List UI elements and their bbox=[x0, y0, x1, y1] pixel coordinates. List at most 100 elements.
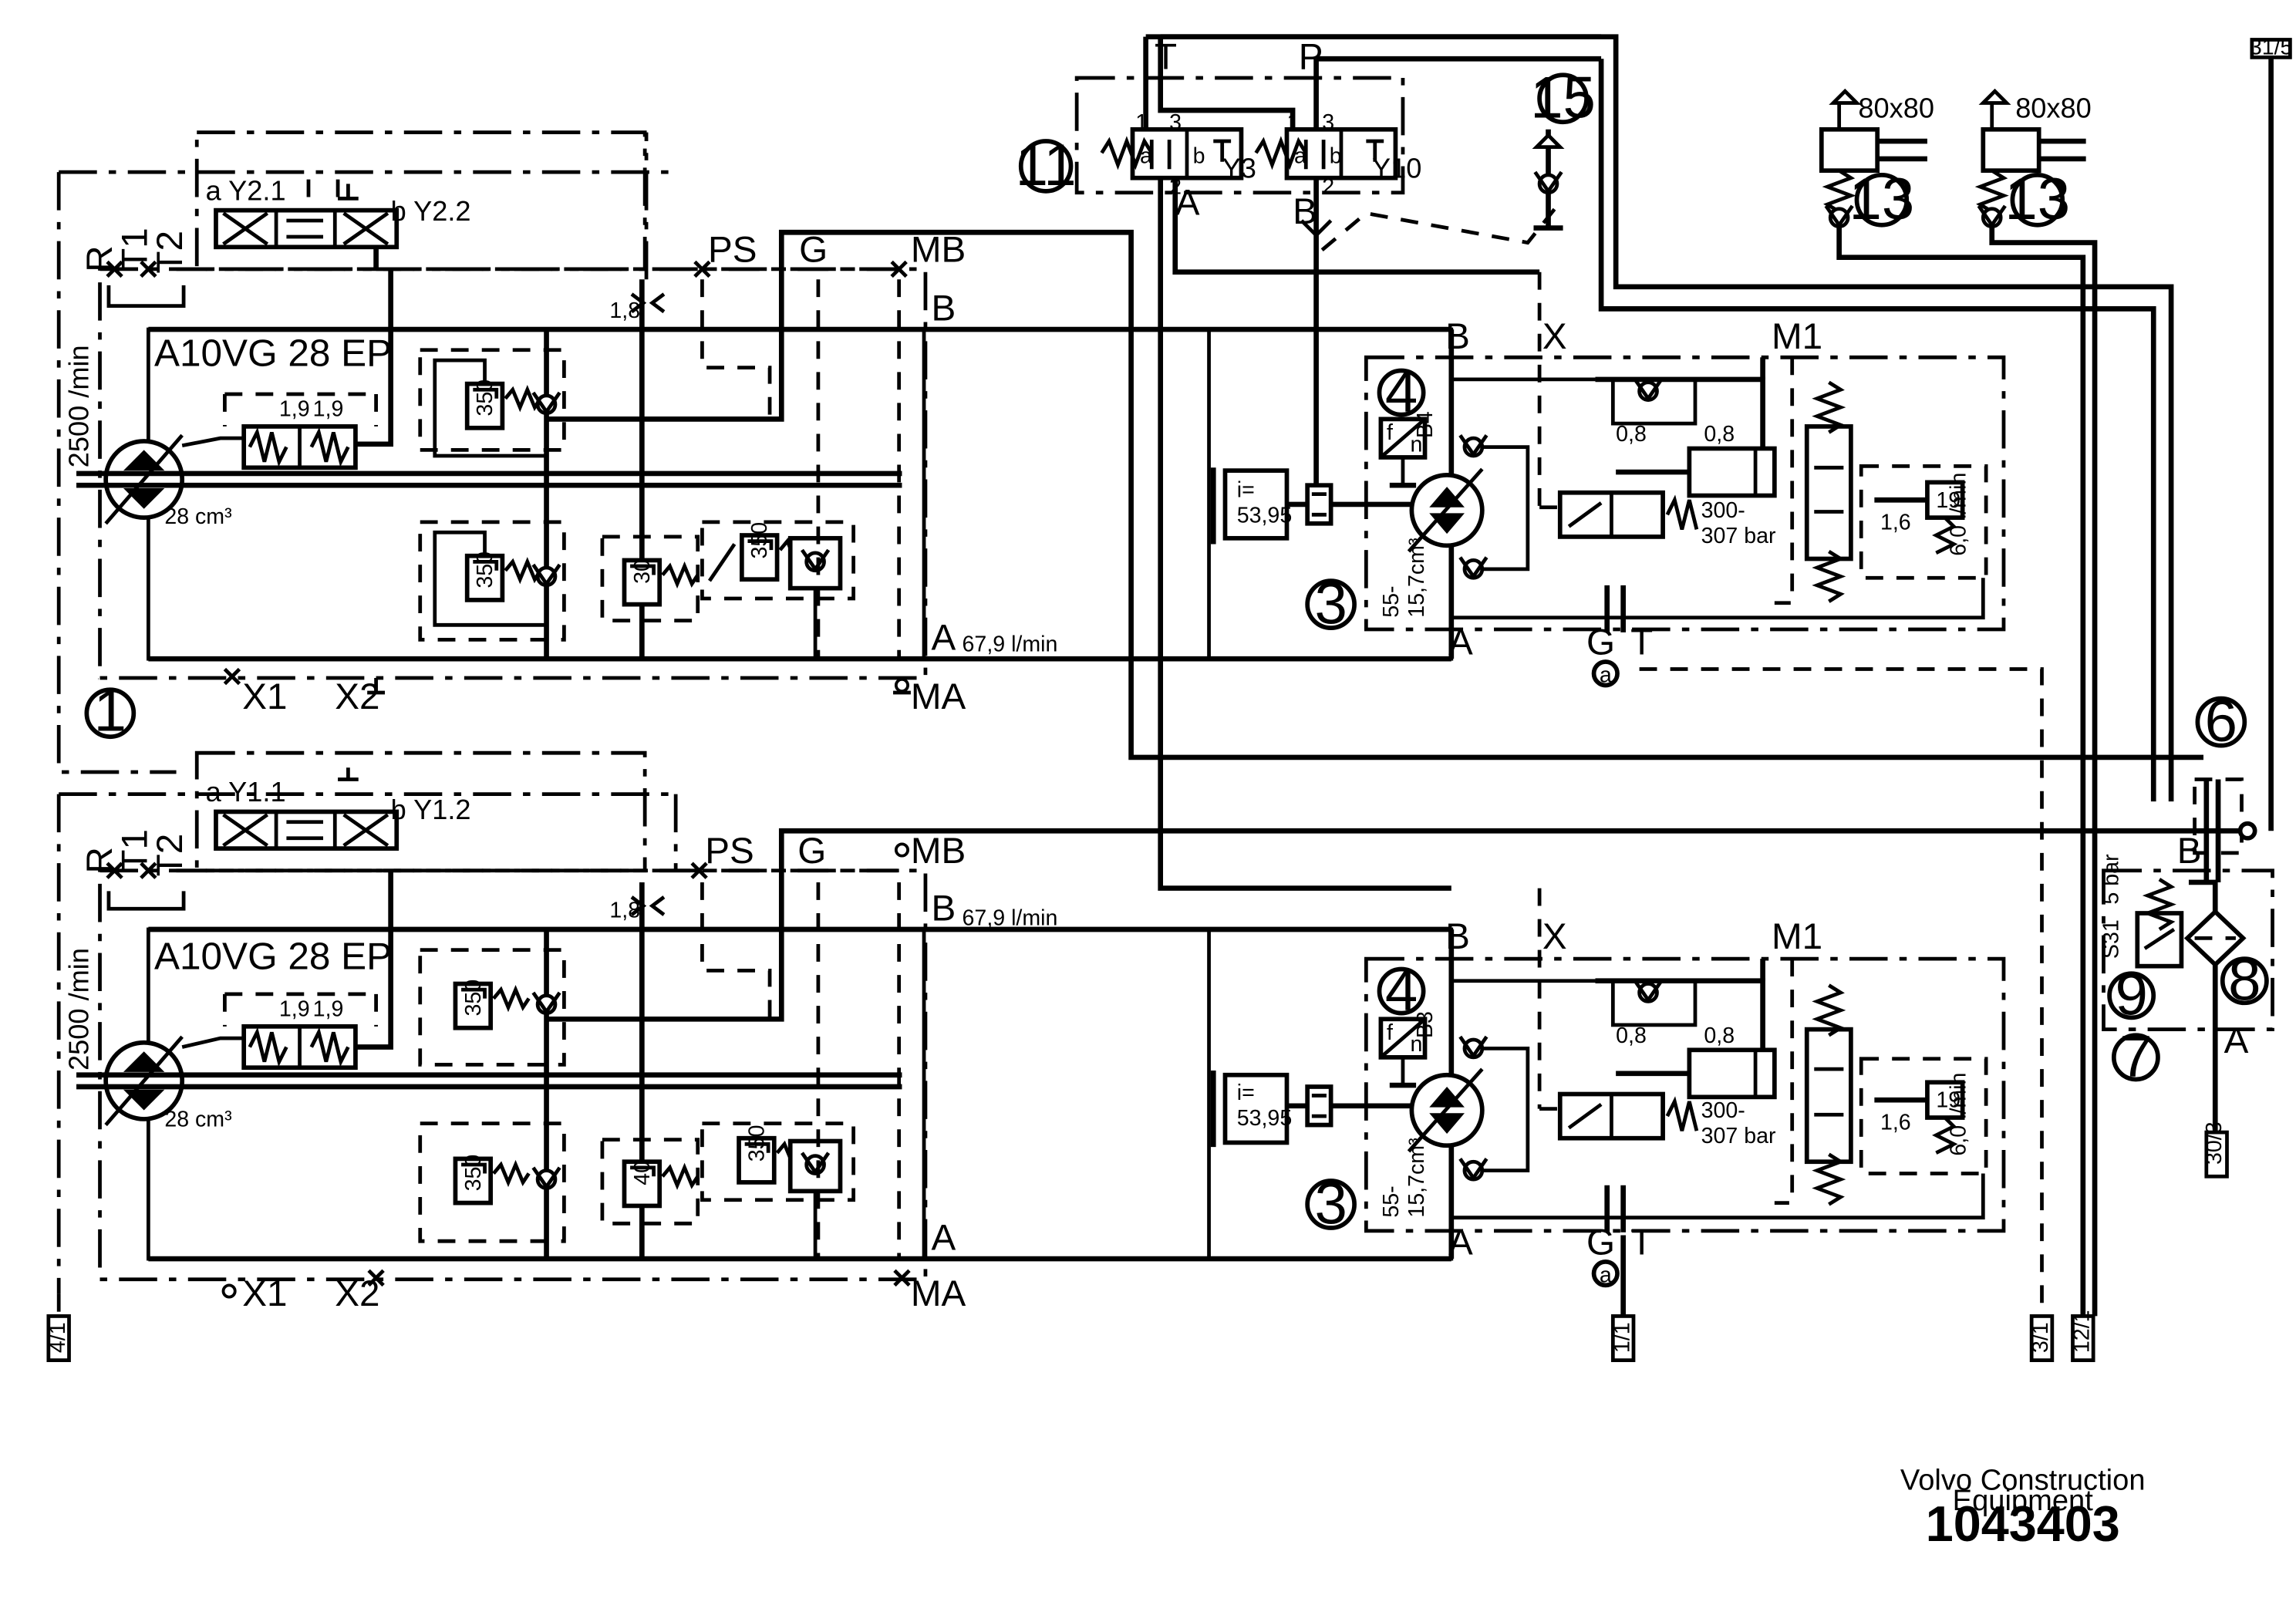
component-7-callout: 7 bbox=[2119, 1024, 2152, 1090]
pump-2-relief-a: 350 bbox=[461, 1155, 486, 1192]
ref-bottom-right-2: 12/1 bbox=[2069, 1310, 2094, 1353]
motor-1-orifice-1: 0,8 bbox=[1616, 422, 1647, 447]
pump-2-port-T1: T1 bbox=[114, 829, 155, 872]
motor-2-relief: 19 bbox=[1936, 1088, 1961, 1113]
motor-2-gear-ratio: i=53,95 bbox=[1237, 1081, 1292, 1131]
pump-1-cutoff: 350 bbox=[747, 522, 772, 559]
pump-2-port-MB: MB bbox=[911, 831, 966, 872]
component-15-callout: 15 bbox=[1530, 65, 1596, 130]
pump-1-relief-a: 350 bbox=[473, 551, 497, 588]
valve-pin-2b: 2 bbox=[1322, 175, 1334, 200]
motor-2-port-X: X bbox=[1542, 916, 1567, 957]
company-name-line1: Volvo Construction bbox=[1900, 1464, 2146, 1496]
component-13b-callout: 13 bbox=[2004, 167, 2070, 232]
motor-1-sensor-f: f bbox=[1387, 420, 1393, 445]
ref-top-right: 31/5 bbox=[2250, 35, 2293, 60]
footer: Volvo Construction Equipment 1043403 bbox=[1900, 1464, 2146, 1552]
pump-2-displacement: 28 cm³ bbox=[164, 1107, 231, 1131]
pump-2-relief-b: 350 bbox=[461, 980, 486, 1017]
valve-port-B: B bbox=[1293, 191, 1317, 232]
pump-1-flow: 67,9 l/min bbox=[963, 632, 1058, 657]
filter-port-A: A bbox=[2224, 1020, 2249, 1061]
motor-2-port-M1: M1 bbox=[1772, 916, 1822, 957]
valve-sol-y10: Y10 bbox=[1372, 153, 1421, 184]
pump-2-charge-relief: 40 bbox=[630, 1161, 655, 1185]
filter-port-B: B bbox=[2177, 831, 2202, 872]
valve-block-11: T P A B Y3 Y10 a b a b 1 3 2 1 3 2 11 bbox=[1016, 34, 2174, 891]
motor-1-callout: 3 bbox=[1314, 571, 1347, 636]
motor-1-port-X: X bbox=[1542, 316, 1567, 357]
pump-1-port-T1: T1 bbox=[114, 228, 155, 271]
pump-1-model: A10VG 28 EP bbox=[154, 332, 392, 375]
motor-1-port-B: B bbox=[1445, 316, 1470, 357]
motor-1-sensor-id: B4 bbox=[1413, 411, 1438, 438]
valve-port-T: T bbox=[1155, 37, 1177, 78]
motor-1-orifice-3: 1,6 bbox=[1880, 510, 1911, 534]
valve-pin-3b: 3 bbox=[1322, 110, 1334, 135]
valve-block-callout: 11 bbox=[1016, 133, 1077, 198]
valve-pos-a-1: a bbox=[1140, 144, 1152, 169]
pump-1-orifice-a: 1,9 bbox=[279, 397, 310, 422]
pump-2-port-MA: MA bbox=[911, 1273, 966, 1314]
motor-1-sensor-callout: 4 bbox=[1385, 359, 1418, 425]
motor-2-sensor-callout: 4 bbox=[1385, 958, 1418, 1023]
component-6-callout: 6 bbox=[2205, 689, 2237, 754]
pump-1-orifice-b: 1,9 bbox=[313, 397, 344, 422]
motor-1-orifice-2: 0,8 bbox=[1704, 422, 1735, 447]
valve-sol-y3: Y3 bbox=[1222, 153, 1256, 184]
valve-port-P: P bbox=[1299, 37, 1323, 78]
motor-2-pressure: 300-307 bar bbox=[1701, 1098, 1776, 1148]
motor-1-sensor-n: n bbox=[1410, 432, 1422, 457]
accessory-components: 15 80x80 13 80x80 13 31/5 6 5 bar S31 9 … bbox=[1530, 35, 2292, 1317]
motor-1-flow: 6,0 l/min bbox=[1946, 473, 1971, 556]
pump-1-orifice: 1,8 bbox=[609, 298, 640, 323]
pump-2-port-PS: PS bbox=[705, 831, 754, 872]
pump-2-model: A10VG 28 EP bbox=[154, 935, 392, 977]
motor-1-pressure: 300-307 bar bbox=[1701, 498, 1776, 548]
motor-2-orifice-3: 1,6 bbox=[1880, 1110, 1911, 1135]
motor-1-relief: 19 bbox=[1936, 488, 1961, 513]
pump-2-speed: 2500 /min bbox=[62, 948, 94, 1071]
pump-2-port-X1: X1 bbox=[242, 1273, 287, 1314]
pump-1-sol-a: a Y2.1 bbox=[206, 174, 286, 206]
pump-2-port-R: R bbox=[79, 847, 120, 873]
pump-1-port-X1: X1 bbox=[242, 676, 287, 717]
switch-pressure: 5 bar bbox=[2099, 854, 2124, 905]
pump-1-speed: 2500 /min bbox=[62, 345, 94, 467]
valve-pos-b-2: b bbox=[1330, 144, 1342, 169]
pump-1-port-MA: MA bbox=[911, 676, 966, 717]
motor-2-port-B: B bbox=[1445, 916, 1470, 957]
motor-1-gear-ratio: i=53,95 bbox=[1237, 477, 1292, 528]
pump-1-port-X2: X2 bbox=[335, 676, 379, 717]
pump-1-sol-b: b Y2.2 bbox=[391, 195, 471, 227]
pump-unit-1: 1 A10VG 28 EP 2500 /min 28 cm³ a Y2.1 b … bbox=[56, 130, 2204, 774]
pump-2-port-B: B bbox=[932, 889, 956, 929]
cylinder-1-size: 80x80 bbox=[1858, 93, 1934, 124]
valve-pin-3a: 3 bbox=[1169, 110, 1182, 135]
motor-2-link: a bbox=[1600, 1263, 1612, 1288]
ref-bottom-left: 4/1 bbox=[46, 1322, 70, 1353]
switch-id: S31 bbox=[2099, 919, 2124, 959]
ref-bottom-mid: 1/1 bbox=[1610, 1322, 1634, 1353]
pump-1-relief-b: 350 bbox=[473, 379, 497, 416]
motor-2-port-T: T bbox=[1630, 1222, 1653, 1263]
motor-2-callout: 3 bbox=[1314, 1171, 1347, 1236]
pump-1-port-B: B bbox=[932, 288, 956, 329]
pump-2-port-G: G bbox=[797, 831, 826, 872]
company-name-line2: Equipment bbox=[1953, 1485, 2094, 1517]
component-9-callout: 9 bbox=[2115, 963, 2147, 1028]
motor-2-sensor-n: n bbox=[1410, 1032, 1422, 1057]
cylinder-2-size: 80x80 bbox=[2015, 93, 2092, 124]
motor-2-orifice-2: 0,8 bbox=[1704, 1023, 1735, 1048]
motor-unit-1: 4 f n B4 B X M1 A G T a i=53,95 55-15,7c… bbox=[1207, 271, 2006, 688]
pump-2-orifice: 1,8 bbox=[609, 899, 640, 923]
pump-1-port-G: G bbox=[799, 229, 828, 270]
valve-pos-b-1: b bbox=[1193, 144, 1205, 169]
pump-1-port-R: R bbox=[79, 245, 120, 271]
motor-2-port-G: G bbox=[1586, 1222, 1615, 1263]
pump-1-charge-relief: 30 bbox=[630, 559, 655, 584]
valve-port-A: A bbox=[1175, 182, 1200, 223]
ref-filter: 30/3 bbox=[2202, 1121, 2227, 1165]
motor-1-port-M1: M1 bbox=[1772, 316, 1822, 357]
component-13a-callout: 13 bbox=[1849, 167, 1915, 232]
